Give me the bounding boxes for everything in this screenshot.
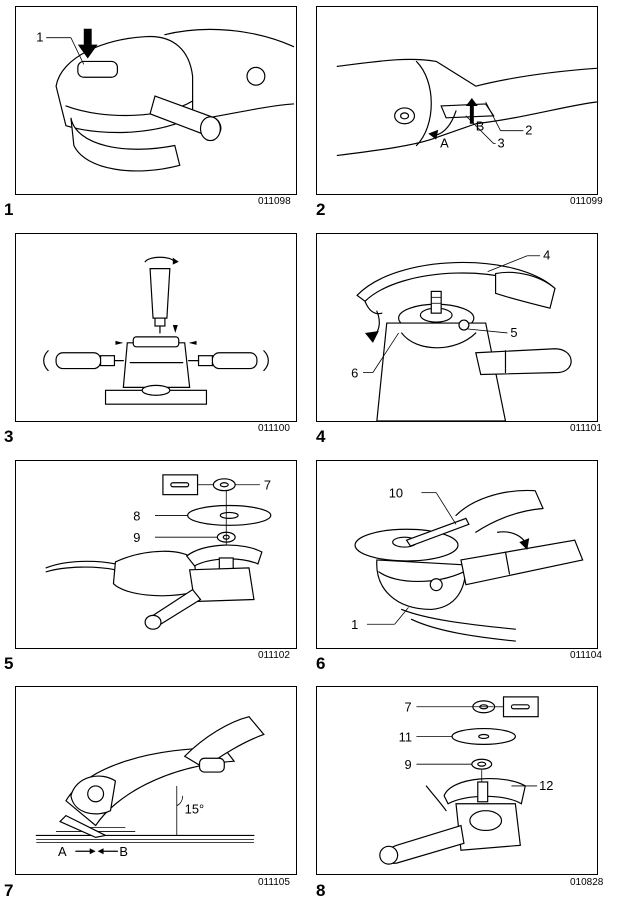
figure-2-callout-b: B bbox=[476, 119, 485, 134]
figure-7-callout-b: B bbox=[119, 844, 128, 859]
figure-5-number: 5 bbox=[4, 654, 14, 673]
figure-5-callout-9: 9 bbox=[133, 530, 140, 545]
figure-5-callout-8: 8 bbox=[133, 508, 140, 523]
figure-6-code: 011104 bbox=[570, 650, 602, 661]
figure-7-number: 7 bbox=[4, 881, 14, 900]
figure-4-illustration: 4 5 6 bbox=[351, 248, 572, 421]
figure-5-code: 011102 bbox=[258, 650, 290, 661]
figure-6-callout-1: 1 bbox=[351, 617, 358, 632]
figure-8-callout-11: 11 bbox=[399, 729, 412, 744]
figure-7-illustration: 15° A B bbox=[35, 716, 265, 859]
figure-7-callout-a: A bbox=[58, 844, 67, 859]
figure-8-code: 010828 bbox=[570, 877, 604, 888]
figure-5-callout-7: 7 bbox=[264, 478, 271, 493]
figure-7-code: 011105 bbox=[258, 877, 290, 888]
figure-7-callout-angle: 15° bbox=[185, 802, 204, 817]
figure-3-number: 3 bbox=[4, 427, 14, 446]
figure-4-code: 011101 bbox=[570, 423, 602, 434]
figure-6-callout-10: 10 bbox=[389, 486, 403, 501]
figure-2-callout-a: A bbox=[440, 135, 449, 150]
figure-1-code: 011098 bbox=[258, 196, 291, 207]
figure-4-callout-5: 5 bbox=[510, 325, 517, 340]
figure-4-callout-4: 4 bbox=[543, 248, 550, 263]
figure-2-illustration: B A 2 3 bbox=[336, 58, 597, 157]
figure-1-panel: 1 bbox=[15, 6, 297, 195]
figure-2-panel: B A 2 3 bbox=[316, 6, 598, 195]
figure-4-callout-6: 6 bbox=[351, 365, 358, 380]
figure-8-callout-7: 7 bbox=[405, 700, 412, 715]
figure-6-number: 6 bbox=[316, 654, 326, 673]
figure-8-illustration: 7 11 9 12 bbox=[379, 696, 553, 865]
figure-3-code: 011100 bbox=[258, 423, 290, 434]
figure-8-panel: 7 11 9 12 bbox=[316, 686, 598, 875]
figure-4-number: 4 bbox=[316, 427, 326, 446]
figure-2-code: 011099 bbox=[570, 196, 603, 207]
figure-1-callout-1: 1 bbox=[36, 30, 43, 45]
figure-1-number: 1 bbox=[4, 200, 14, 219]
figure-5-panel: 7 8 9 bbox=[15, 460, 297, 649]
figure-3-illustration bbox=[43, 256, 269, 405]
figure-2-number: 2 bbox=[316, 200, 326, 219]
figure-5-illustration: 7 8 9 bbox=[45, 474, 272, 630]
figure-4-panel: 4 5 6 bbox=[316, 233, 598, 422]
figure-3-panel bbox=[15, 233, 297, 422]
figure-8-callout-9: 9 bbox=[405, 757, 412, 772]
figure-1-illustration: 1 bbox=[36, 28, 295, 172]
figure-2-callout-2: 2 bbox=[525, 123, 532, 138]
figure-8-number: 8 bbox=[316, 881, 326, 900]
figure-7-panel: 15° A B bbox=[15, 686, 297, 875]
figure-8-callout-12: 12 bbox=[539, 778, 553, 793]
figure-6-panel: 10 1 bbox=[316, 460, 598, 649]
figure-6-illustration: 10 1 bbox=[351, 486, 584, 642]
figure-2-callout-3: 3 bbox=[498, 135, 505, 150]
